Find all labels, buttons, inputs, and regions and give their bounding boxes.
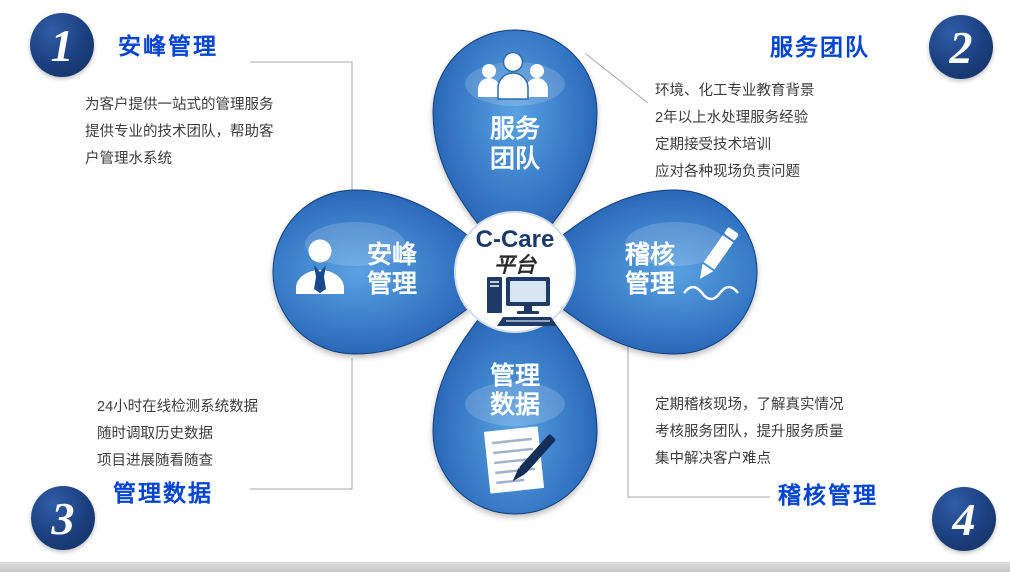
center-subtitle: 平台	[494, 253, 538, 277]
desktop-computer-icon	[487, 277, 557, 326]
connector-lines	[250, 53, 770, 498]
text-line: 定期接受技术培训	[655, 137, 771, 153]
text-line: 应对各种现场负责问题	[655, 164, 800, 180]
petal-right-label-2: 管理	[625, 269, 675, 298]
bottom-gray-strip	[0, 562, 1010, 572]
petal-top-label-2: 团队	[490, 144, 541, 173]
section-title-audit-management: 稽核管理	[778, 482, 878, 508]
text-block-top-right: 环境、化工专业教育背景 2年以上水处理服务经验 定期接受技术培训 应对各种现场负…	[655, 78, 815, 186]
connector-top-right	[585, 53, 649, 104]
text-line: 为客户提供一站式的管理服务	[85, 97, 274, 113]
text-line: 集中解决客户难点	[655, 451, 771, 467]
connector-bottom-right	[627, 341, 770, 498]
petal-right-label-1: 稽核	[625, 240, 675, 269]
team-people-icon	[478, 51, 548, 100]
text-line: 环境、化工专业教育背景	[655, 83, 815, 99]
badge-number-1: 1	[30, 13, 94, 77]
text-line: 户管理水系统	[85, 151, 172, 167]
text-line: 定期稽核现场，了解真实情况	[655, 397, 844, 413]
text-line: 随时调取历史数据	[97, 426, 213, 442]
text-block-bottom-left: 24小时在线检测系统数据 随时调取历史数据 项目进展随看随查	[97, 394, 258, 475]
center-title: C-Care	[476, 226, 555, 253]
petal-left-label-2: 管理	[367, 269, 417, 298]
petal-bottom-label-2: 数据	[490, 391, 540, 419]
person-icon	[296, 239, 344, 294]
text-line: 考核服务团队，提升服务质量	[655, 424, 844, 440]
text-line: 24小时在线检测系统数据	[97, 399, 259, 415]
connector-bottom-left	[250, 358, 353, 490]
section-title-management-data: 管理数据	[113, 480, 213, 506]
petal-bottom-label-1: 管理	[490, 361, 540, 390]
connector-top-left	[250, 61, 353, 190]
document-pen-icon	[484, 426, 556, 494]
petal-top-label-1: 服务	[490, 115, 540, 143]
text-line: 项目进展随看随查	[97, 453, 213, 469]
text-block-bottom-right: 定期稽核现场，了解真实情况 考核服务团队，提升服务质量 集中解决客户难点	[655, 392, 844, 473]
badge-number-2: 2	[929, 15, 993, 79]
text-line: 2年以上水处理服务经验	[655, 110, 809, 126]
petal-left-label-1: 安峰	[367, 240, 417, 269]
badge-number-4: 4	[932, 487, 996, 551]
text-line: 提供专业的技术团队，帮助客	[85, 124, 274, 140]
section-title-anfeng-management: 安峰管理	[118, 33, 218, 59]
badge-number-3: 3	[31, 486, 95, 550]
petals	[272, 29, 758, 515]
section-title-service-team: 服务团队	[770, 34, 870, 60]
text-block-top-left: 为客户提供一站式的管理服务 提供专业的技术团队，帮助客 户管理水系统	[85, 92, 274, 173]
pencil-icon	[683, 227, 739, 301]
